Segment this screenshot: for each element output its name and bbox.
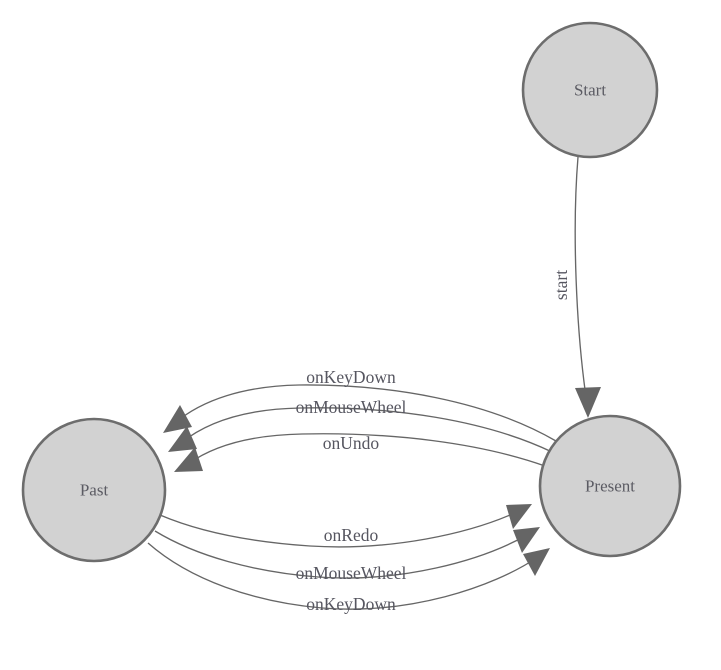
edge-label-onundo: onUndo (323, 433, 380, 453)
arrowhead-start (575, 387, 601, 418)
arrowhead-onundo (174, 447, 203, 472)
edge-label-onkeydown-undo: onKeyDown (306, 367, 396, 387)
edge-onmousewheel-undo[interactable]: onMouseWheel (168, 397, 553, 453)
edge-onundo-path (187, 433, 546, 467)
arrowhead-onmousewheel-undo (168, 426, 197, 452)
edge-label-onredo: onRedo (324, 525, 379, 545)
edge-label-onkeydown-redo: onKeyDown (306, 594, 396, 614)
arrowhead-onkeydown-undo (163, 405, 192, 433)
edge-start[interactable]: start (551, 156, 601, 418)
edge-onredo-path (159, 510, 520, 548)
edge-start-path (574, 156, 588, 405)
edge-onredo[interactable]: onRedo (159, 504, 532, 548)
edge-label-onmousewheel-undo: onMouseWheel (296, 397, 407, 417)
node-start[interactable]: Start (521, 21, 659, 159)
edge-onkeydown-undo[interactable]: onKeyDown (163, 367, 557, 442)
node-present-circle (538, 414, 682, 558)
node-present-label: Present (585, 477, 635, 496)
edge-onkeydown-undo-path (174, 384, 557, 442)
edge-label-onmousewheel-redo: onMouseWheel (296, 563, 407, 583)
arrowhead-onredo (506, 504, 532, 529)
node-past-circle (21, 417, 167, 563)
arrowhead-onmousewheel-redo (513, 527, 540, 553)
edge-onmousewheel-redo-path (154, 530, 528, 579)
edge-onmousewheel-undo-path (180, 407, 553, 453)
edge-onkeydown-redo[interactable]: onKeyDown (147, 542, 550, 614)
node-past-label: Past (80, 481, 109, 500)
edge-onmousewheel-redo[interactable]: onMouseWheel (154, 527, 540, 583)
node-start-label: Start (574, 81, 606, 100)
edge-onundo[interactable]: onUndo (174, 433, 546, 472)
edge-onkeydown-redo-path (147, 542, 539, 610)
node-present[interactable]: Present (538, 414, 682, 558)
arrowhead-onkeydown-redo (523, 548, 550, 576)
node-start-circle (521, 21, 659, 159)
node-past[interactable]: Past (21, 417, 167, 563)
edge-label-start: start (551, 270, 571, 300)
